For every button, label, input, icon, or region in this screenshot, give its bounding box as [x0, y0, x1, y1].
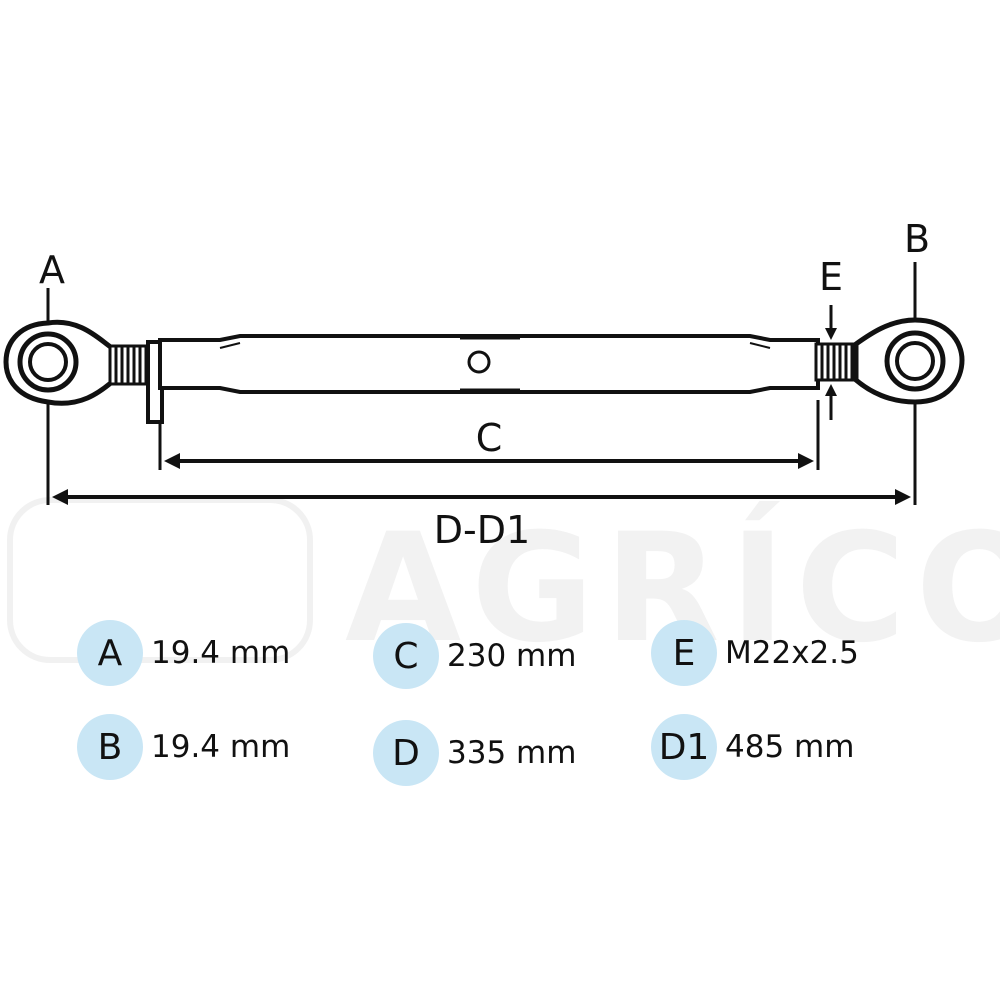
right-eye-joint: [853, 317, 965, 405]
label-b: B: [904, 217, 930, 261]
extension-lines: [46, 262, 917, 505]
label-e: E: [819, 255, 843, 299]
label-a: A: [39, 248, 65, 292]
dimension-c: [164, 453, 814, 469]
dimension-e: [825, 305, 837, 420]
tube-body: [158, 334, 820, 394]
label-c: C: [476, 416, 503, 460]
left-eye-joint: [3, 319, 115, 406]
label-d-d1: D-D1: [434, 508, 530, 552]
left-thread: [108, 344, 154, 386]
dimension-d-d1: [52, 489, 911, 505]
right-thread: [814, 342, 858, 382]
